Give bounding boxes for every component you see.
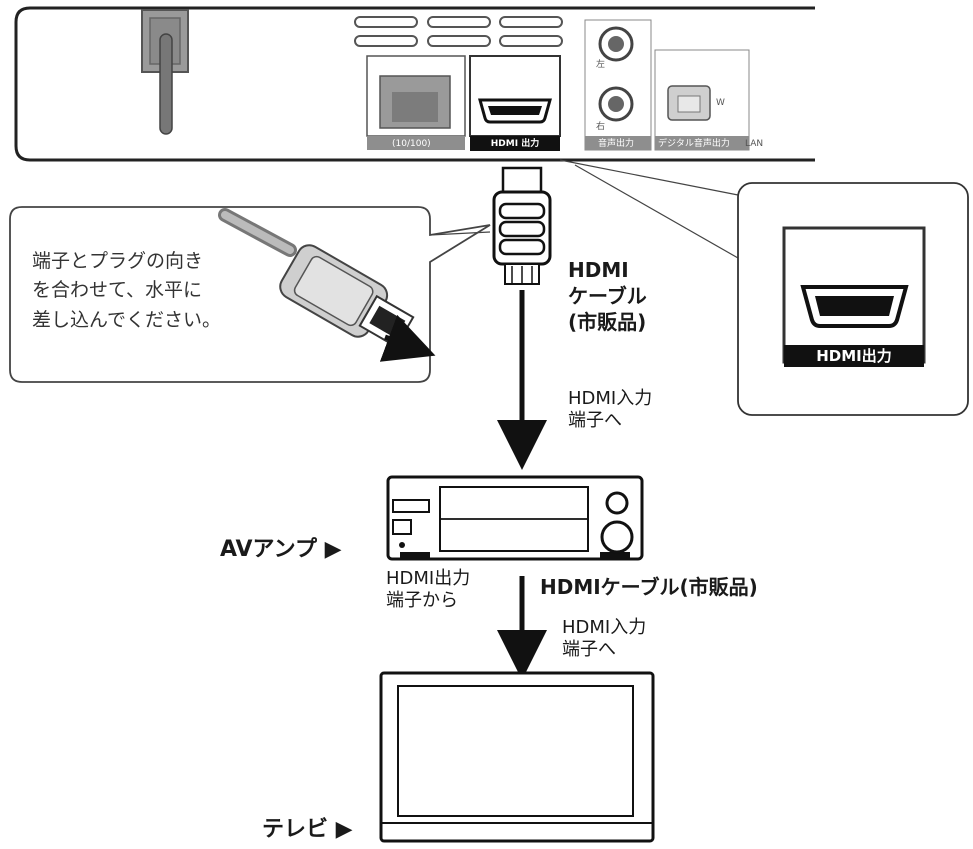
lan-port-label: (10/100)	[392, 139, 431, 149]
av-amp-label: AVアンプ ▶	[220, 537, 342, 562]
digital-audio-label: デジタル音声出力	[658, 139, 730, 149]
cable-2-label: HDMIケーブル(市販品)	[540, 575, 758, 599]
hdmi-cable-1	[429, 159, 739, 470]
device-rear-panel	[14, 6, 815, 162]
optical-mark-label: W	[716, 98, 725, 108]
tv-label: テレビ ▶	[262, 817, 353, 842]
cable-2-to-label: HDMI入力 端子へ	[562, 617, 647, 660]
av-amplifier	[386, 475, 644, 561]
hdmi-plug-illustration	[218, 208, 436, 362]
right-callout-hdmi-label: HDMI出力	[784, 345, 924, 367]
amp-from-label: HDMI出力 端子から	[386, 568, 471, 611]
left-callout	[9, 206, 491, 383]
optical-port-icon	[654, 49, 750, 151]
rca-left-label: 左	[596, 60, 606, 70]
power-cord-icon	[141, 9, 189, 135]
rca-right-label: 右	[596, 122, 606, 132]
hdmi-output-port-icon	[469, 55, 561, 150]
audio-output-jacks	[584, 19, 652, 151]
tv	[379, 671, 655, 843]
left-callout-text: 端子とプラグの向き を合わせて、水平に 差し込んでください。	[32, 250, 222, 331]
lan-suffix-label: LAN	[745, 139, 764, 149]
hdmi-port-label: HDMI 出力	[470, 137, 560, 151]
cable-1-label: HDMI ケーブル (市販品)	[568, 258, 647, 334]
lan-port-icon	[366, 55, 466, 150]
audio-out-label: 音声出力	[598, 139, 635, 149]
vent-slots	[354, 16, 563, 47]
cable-1-to-label: HDMI入力 端子へ	[568, 388, 653, 431]
right-callout	[737, 182, 969, 416]
